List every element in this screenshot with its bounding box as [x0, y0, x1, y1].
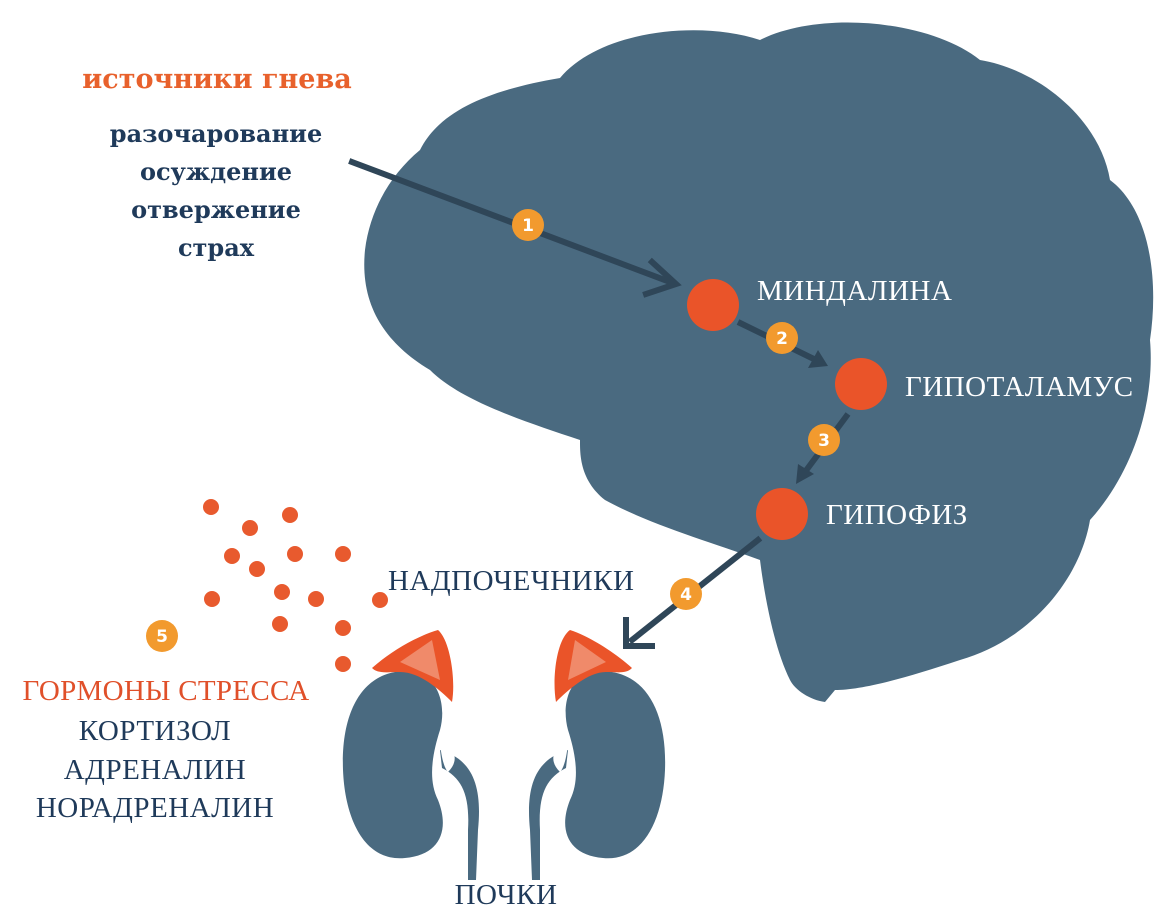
hormone-dot — [335, 620, 351, 636]
amygdala-label: МИНДАЛИНА — [757, 275, 952, 307]
svg-text:2: 2 — [776, 329, 788, 349]
left-kidney — [343, 671, 479, 880]
hypothalamus-label: ГИПОТАЛАМУС — [905, 371, 1134, 403]
hormone-item: КОРТИЗОЛ — [79, 715, 231, 747]
hormone-dot — [272, 616, 288, 632]
right-ureter — [529, 750, 568, 880]
hormone-dot — [224, 548, 240, 564]
hypothalamus-node — [835, 358, 887, 410]
adrenals-label: НАДПОЧЕЧНИКИ — [388, 565, 634, 597]
step-badge-3: 3 — [808, 424, 840, 456]
hormone-dot — [274, 584, 290, 600]
hormones-title: ГОРМОНЫ СТРЕССА — [23, 675, 310, 707]
amygdala-node — [687, 279, 739, 331]
hormone-dots — [203, 499, 388, 672]
step-badge-4: 4 — [670, 578, 702, 610]
pituitary-label: ГИПОФИЗ — [826, 499, 968, 531]
brain-shape — [364, 23, 1153, 702]
hormone-dot — [282, 507, 298, 523]
left-ureter — [440, 750, 479, 880]
hormone-dot — [204, 591, 220, 607]
anger-source-item: осуждение — [140, 157, 292, 186]
hormone-item: НОРАДРЕНАЛИН — [36, 792, 274, 824]
anger-sources-title: источники гнева — [82, 64, 351, 95]
anger-source-item: разочарование — [110, 119, 322, 148]
svg-text:3: 3 — [818, 431, 830, 451]
step-badge-5: 5 — [146, 620, 178, 652]
hormone-dot — [287, 546, 303, 562]
step-badge-1: 1 — [512, 209, 544, 241]
anger-source-item: отвержение — [131, 195, 301, 224]
hormone-dot — [372, 592, 388, 608]
svg-text:5: 5 — [156, 627, 168, 647]
svg-text:1: 1 — [522, 216, 534, 236]
kidneys-label: ПОЧКИ — [455, 879, 558, 911]
hormone-dot — [335, 546, 351, 562]
hormone-item: АДРЕНАЛИН — [64, 754, 247, 786]
step-badge-2: 2 — [766, 322, 798, 354]
hormone-dot — [203, 499, 219, 515]
hormone-dot — [242, 520, 258, 536]
hormone-dot — [335, 656, 351, 672]
hormone-dot — [308, 591, 324, 607]
anger-source-item: страх — [178, 233, 255, 262]
right-kidney — [529, 671, 665, 880]
svg-text:4: 4 — [680, 585, 692, 605]
pituitary-node — [756, 488, 808, 540]
hormone-dot — [249, 561, 265, 577]
